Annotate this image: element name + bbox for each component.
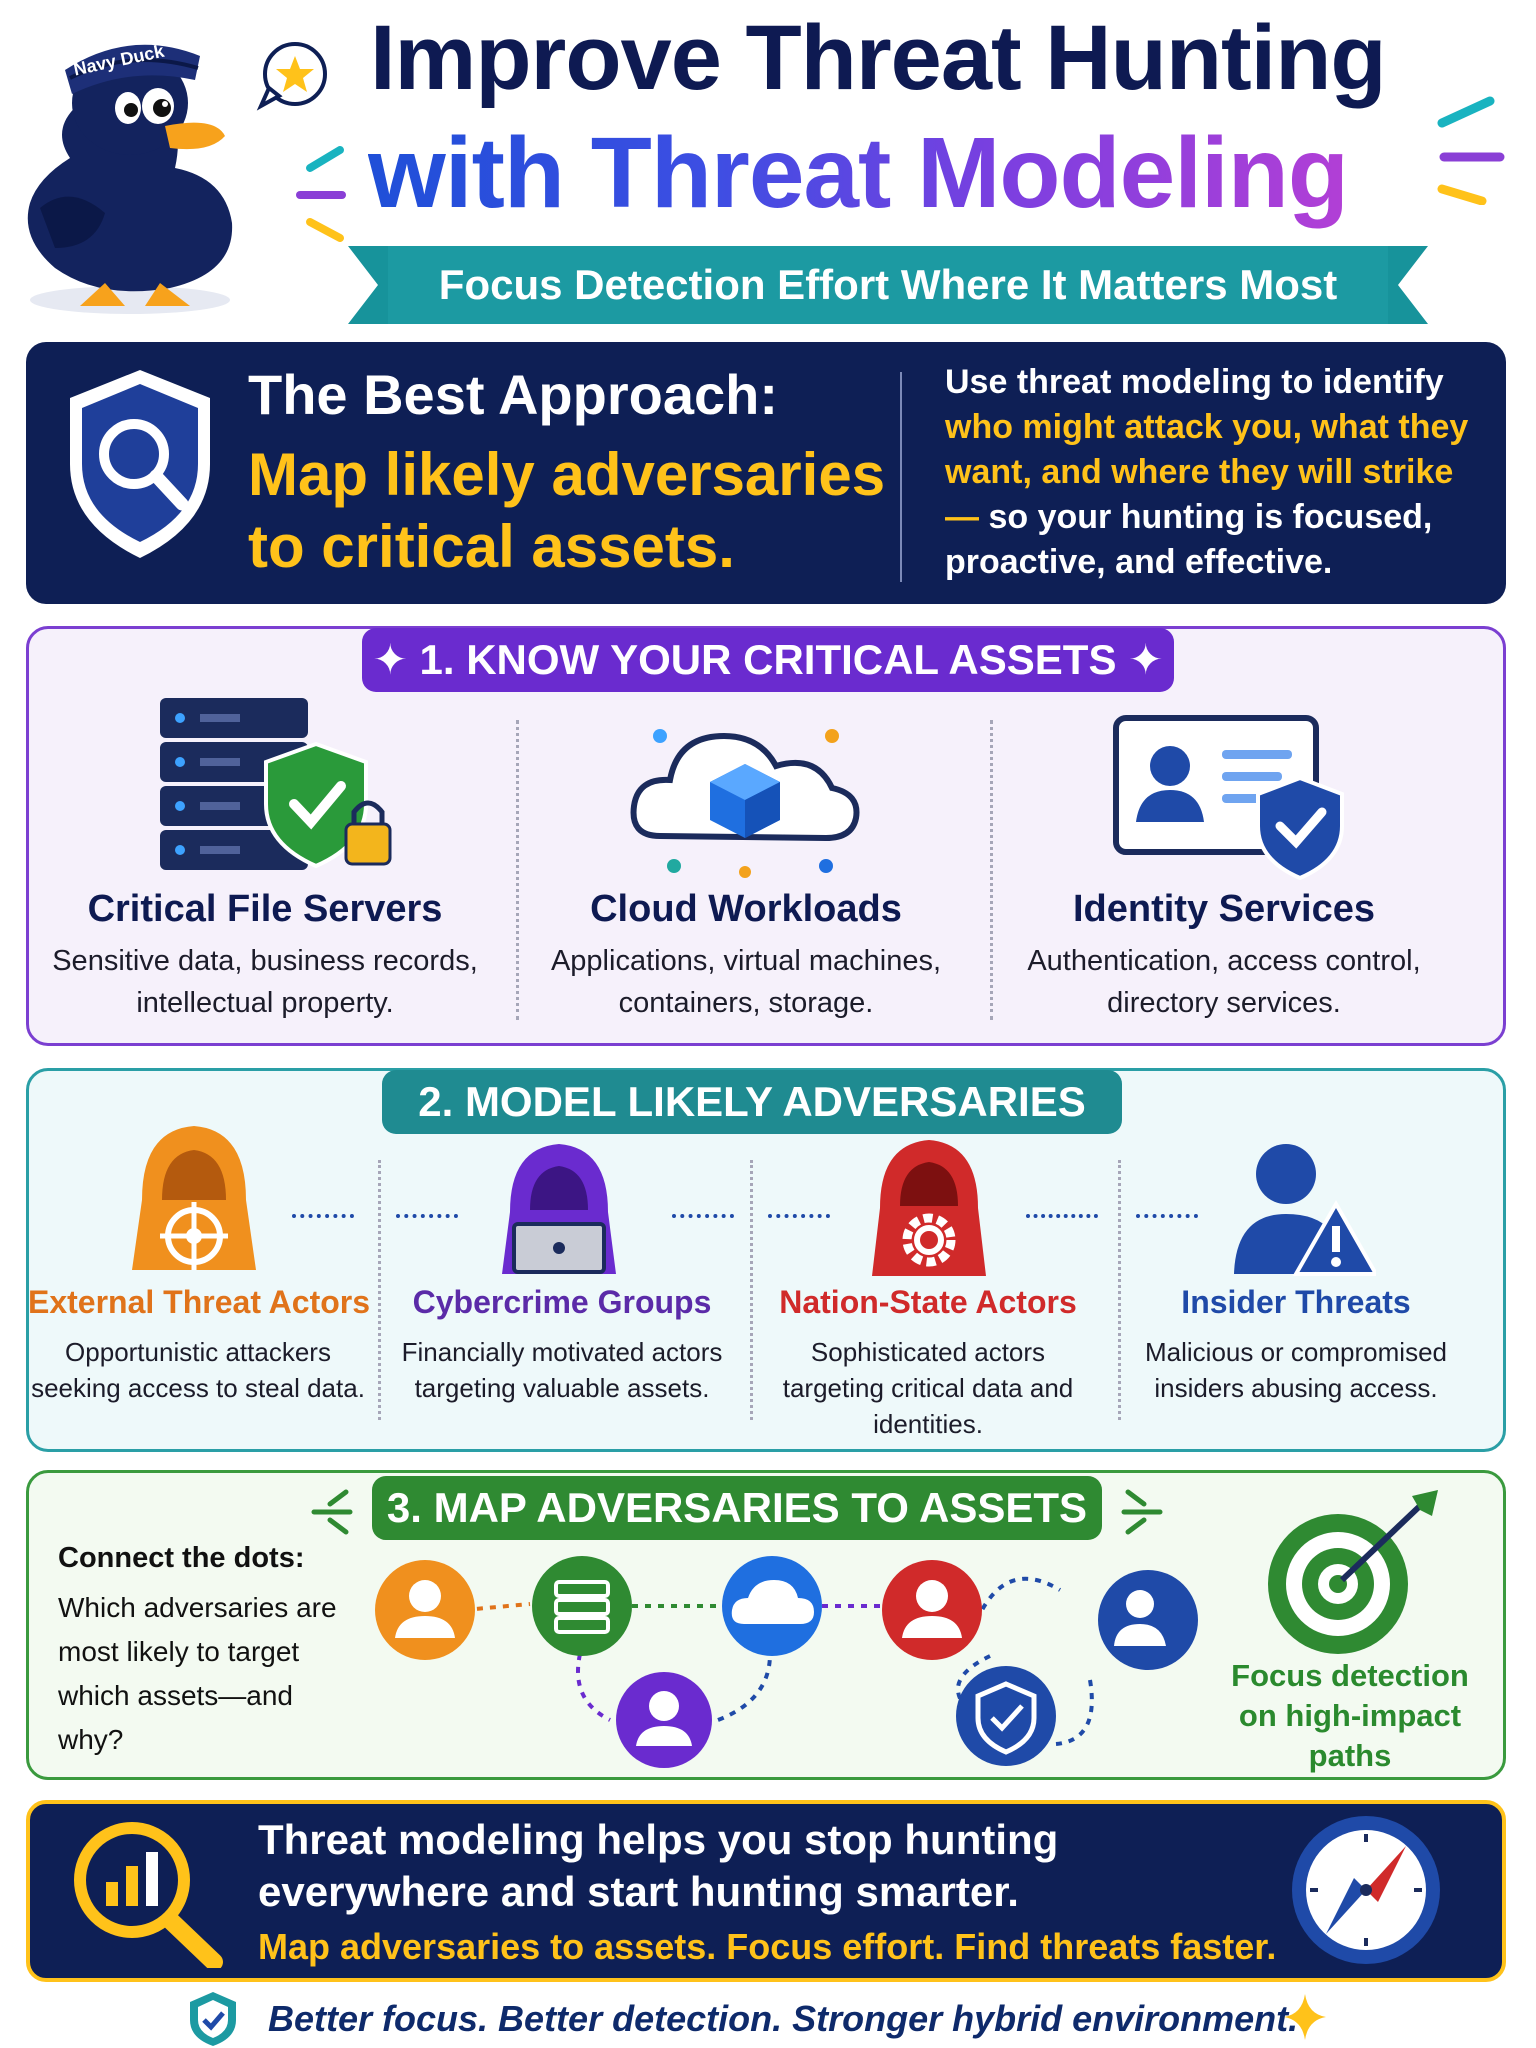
asset-desc-cloud-workloads: Applications, virtual machines, containe… [550, 945, 942, 1019]
bottom-line-3: Map adversaries to assets. Focus effort.… [258, 1926, 1277, 1967]
compass-icon [1292, 1816, 1440, 1964]
section1-title-text: 1. KNOW YOUR CRITICAL ASSETS [419, 636, 1117, 683]
node-identity [1098, 1570, 1198, 1670]
asset-desc-file-servers: Sensitive data, business records, intell… [52, 945, 478, 1019]
shield-magnifier-icon [70, 370, 210, 558]
bottom-line-2: everywhere and start hunting smarter. [258, 1868, 1019, 1915]
approach-panel [26, 342, 1506, 604]
title-line-2: with Threat Modeling [368, 117, 1349, 229]
section1-title: ✦ 1. KNOW YOUR CRITICAL ASSETS ✦ [362, 628, 1174, 692]
sparkle-icon: ✦ [372, 636, 420, 683]
adversary-desc-nation-state: Sophisticated actors targeting critical … [782, 1337, 1074, 1439]
approach-highlight-2: to critical assets. [248, 513, 735, 580]
asset-desc-identity-services: Authentication, access control, director… [1027, 945, 1421, 1019]
subtitle-text: Focus Detection Effort Where It Matters … [438, 261, 1338, 308]
adversary-desc-external: Opportunistic attackers seeking access t… [31, 1337, 365, 1403]
divider-dots [990, 720, 993, 1020]
connector-dots [1136, 1214, 1198, 1218]
connect-heading: Connect the dots: [58, 1542, 305, 1574]
asset-title-file-servers: Critical File Servers [87, 888, 443, 930]
hooded-nation-state-gear-icon [872, 1140, 986, 1276]
divider-dots [516, 720, 519, 1020]
footer-tagline: Better focus. Better detection. Stronger… [268, 1998, 1299, 2039]
approach-desc-outro: so your hunting is focused, proactive, a… [945, 498, 1433, 581]
node-file-server [532, 1556, 632, 1656]
connect-description: Which adversaries are most likely to tar… [58, 1592, 337, 1755]
approach-heading: The Best Approach: [248, 363, 778, 426]
focus-detection-text: Focus detection on high-impact paths [1231, 1658, 1469, 1773]
insider-threat-warning-icon [1234, 1144, 1376, 1276]
approach-divider [900, 372, 902, 582]
bottom-banner [26, 1800, 1506, 1982]
connector-dots [292, 1214, 354, 1218]
sparkle-icon: ✦ [1116, 636, 1164, 683]
adversary-desc-cybercrime: Financially motivated actors targeting v… [401, 1337, 723, 1403]
header: Navy Duck Improve Threat Hunting with Th… [0, 0, 1536, 330]
adversary-title-external: External Threat Actors [28, 1284, 371, 1320]
node-external-actor [375, 1560, 475, 1660]
sparkle-lines-left-icon [311, 1489, 353, 1535]
title-line-1: Improve Threat Hunting [370, 7, 1387, 109]
sparkle-lines-left-icon [296, 146, 346, 242]
cloud-workload-icon [630, 729, 860, 878]
subtitle-ribbon [348, 246, 1428, 324]
connector-dots [1026, 1214, 1098, 1218]
connector-dots [396, 1214, 458, 1218]
adversary-asset-map-diagram [375, 1556, 1198, 1768]
node-cloud [722, 1556, 822, 1656]
approach-highlight-1: Map likely adversaries [248, 441, 886, 508]
asset-title-cloud-workloads: Cloud Workloads [590, 888, 902, 930]
node-nation-state-actor [882, 1560, 982, 1660]
bullseye-target-icon [1268, 1490, 1438, 1654]
file-server-lock-icon [160, 698, 392, 870]
identity-card-shield-icon [1113, 715, 1344, 881]
approach-description: Use threat modeling to identify who migh… [945, 360, 1485, 585]
approach-desc-highlight: who might attack you, what they want, an… [945, 408, 1469, 536]
connector-dots [672, 1214, 734, 1218]
asset-title-identity-services: Identity Services [1072, 888, 1376, 930]
divider-dots [1118, 1160, 1121, 1420]
connector-dots [768, 1214, 830, 1218]
magnifier-chart-icon [74, 1822, 223, 1968]
shield-check-icon [190, 1992, 236, 2046]
star-speech-bubble-icon [256, 42, 327, 111]
adversary-desc-insider: Malicious or compromised insiders abusin… [1145, 1337, 1447, 1403]
navy-duck-mascot-icon: Navy Duck [27, 41, 233, 314]
adversary-title-nation-state: Nation-State Actors [779, 1284, 1077, 1320]
adversary-title-insider: Insider Threats [1181, 1284, 1411, 1320]
bottom-line-1: Threat modeling helps you stop hunting [258, 1816, 1059, 1863]
section3-title: 3. MAP ADVERSARIES TO ASSETS [372, 1476, 1102, 1540]
sparkle-lines-right-icon [1121, 1489, 1163, 1535]
divider-dots [378, 1160, 381, 1420]
approach-desc-intro: Use threat modeling to identify [945, 363, 1444, 401]
section2-title: 2. MODEL LIKELY ADVERSARIES [382, 1070, 1122, 1134]
sparkle-star-icon [1284, 1994, 1326, 2040]
node-shield [956, 1666, 1056, 1766]
divider-dots [750, 1160, 753, 1420]
hooded-attacker-target-icon [132, 1126, 256, 1270]
node-cybercrime-actor [616, 1672, 712, 1768]
hooded-laptop-attacker-icon [502, 1144, 616, 1274]
sparkle-lines-right-icon [1437, 96, 1505, 205]
adversary-title-cybercrime: Cybercrime Groups [412, 1284, 712, 1320]
